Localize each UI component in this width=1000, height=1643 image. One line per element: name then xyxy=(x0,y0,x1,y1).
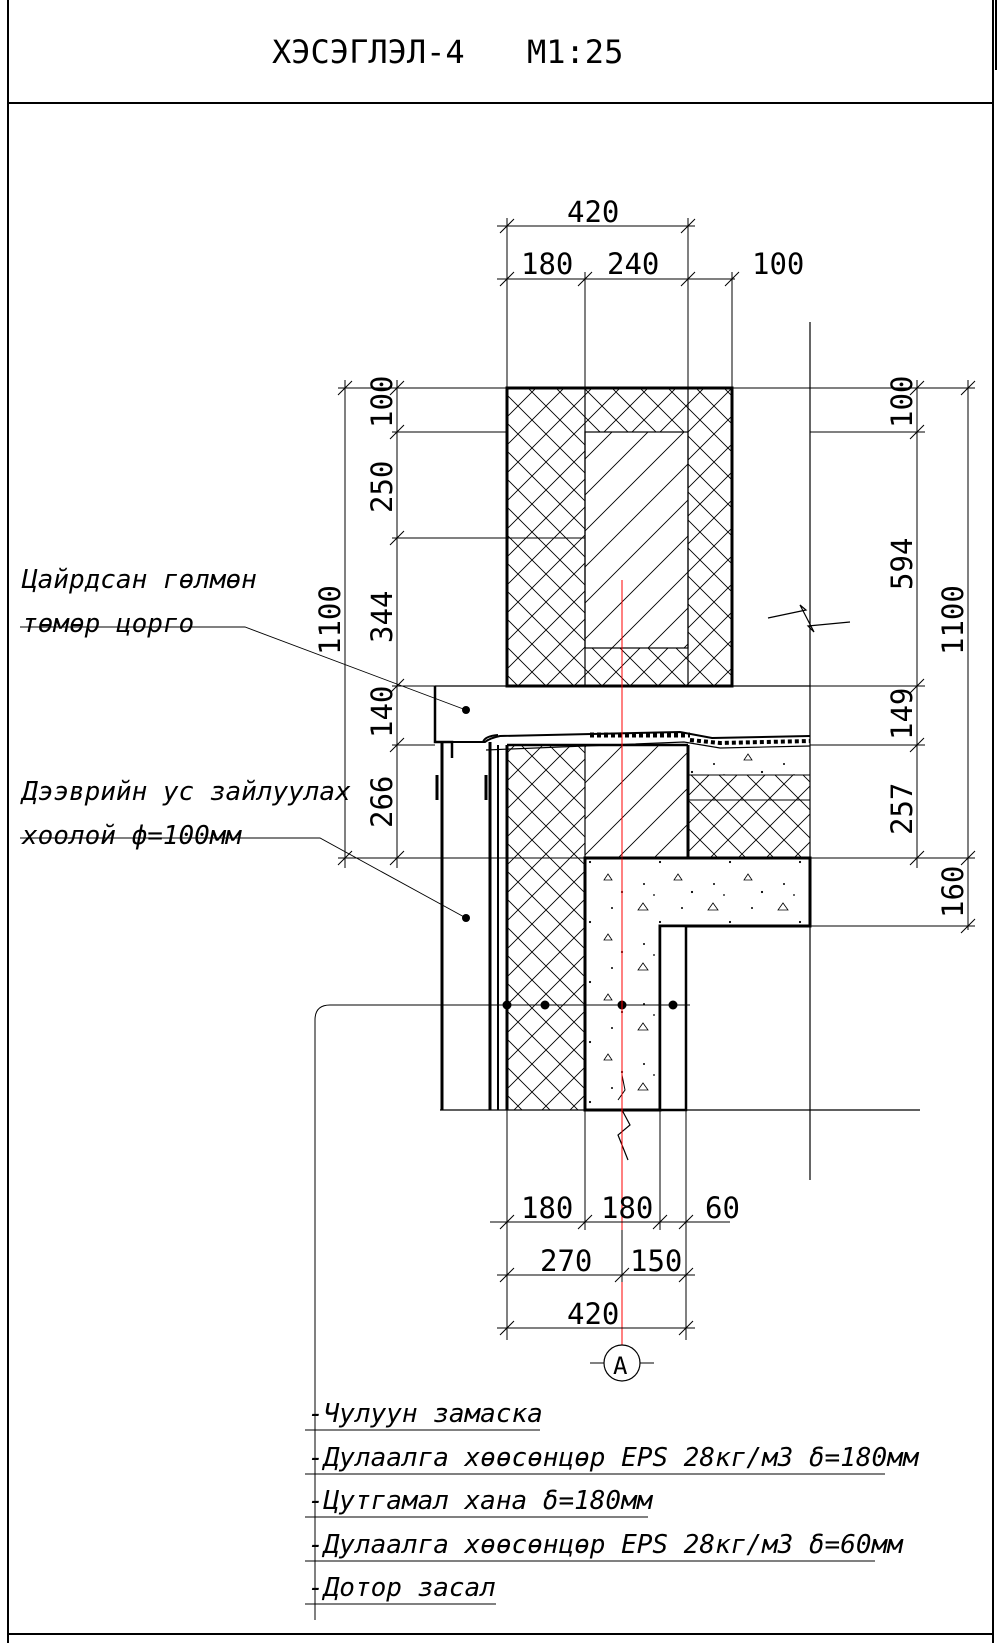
dim-right-2: 594 xyxy=(885,538,919,590)
break-line-right xyxy=(767,322,851,1180)
parapet-upper xyxy=(505,386,734,688)
dim-bottom-d: 270 xyxy=(540,1244,592,1278)
dim-left-2: 250 xyxy=(365,461,399,513)
dim-bottom-total: 420 xyxy=(567,1297,619,1331)
callout-coping-1: Цайрдсан гөлмөн xyxy=(21,565,257,595)
dim-left-5: 266 xyxy=(365,776,399,828)
callout-leaders xyxy=(20,626,467,919)
drain-pipe xyxy=(435,734,499,1110)
layer-item: -Дулаалга хөөсөнцөр EPS 28кг/м3 δ=180мм xyxy=(308,1443,920,1473)
layer-item: -Дотор засал xyxy=(308,1573,496,1603)
dim-bottom-e: 150 xyxy=(630,1244,682,1278)
dim-bottom-c: 60 xyxy=(705,1191,740,1225)
dim-right-3: 149 xyxy=(885,688,919,740)
callout-drain-1: Дээврийн ус зайлуулах xyxy=(20,777,351,807)
dimension-lines xyxy=(337,218,976,1340)
dim-top-b: 240 xyxy=(607,247,659,281)
dim-left-4: 140 xyxy=(365,686,399,738)
dim-right-1: 100 xyxy=(885,376,919,428)
callout-drain-2: хоолой ф=100мм xyxy=(21,821,242,851)
drawing-scale: M1:25 xyxy=(527,33,623,71)
dim-right-5: 160 xyxy=(936,866,970,918)
wall-lower xyxy=(440,743,920,1161)
layer-item: -Цутгамал хана δ=180мм xyxy=(308,1486,654,1516)
dim-left-total: 1100 xyxy=(313,585,347,655)
callout-coping-2: төмөр цорго xyxy=(22,609,194,639)
drawing-frame xyxy=(7,0,997,1643)
dim-bottom-b: 180 xyxy=(601,1191,653,1225)
dim-top-a: 180 xyxy=(521,247,573,281)
dim-left-3: 344 xyxy=(365,591,399,643)
axis-marker: A xyxy=(590,1344,654,1382)
drawing-title: ХЭСЭГЛЭЛ-4 xyxy=(272,33,465,71)
layer-legend: -Чулуун замаска -Дулаалга хөөсөнцөр EPS … xyxy=(305,1399,920,1605)
dim-top-c: 100 xyxy=(752,247,804,281)
section-cut-line xyxy=(314,1000,690,1620)
dim-top-total: 420 xyxy=(567,195,619,229)
layer-item: -Чулуун замаска xyxy=(308,1399,543,1429)
dim-left-1: 100 xyxy=(365,376,399,428)
axis-label: A xyxy=(613,1352,628,1380)
dim-bottom-a: 180 xyxy=(521,1191,573,1225)
dim-right-4: 257 xyxy=(885,783,919,835)
layer-item: -Дулаалга хөөсөнцөр EPS 28кг/м3 δ=60мм xyxy=(308,1530,904,1560)
dim-right-total: 1100 xyxy=(936,585,970,655)
